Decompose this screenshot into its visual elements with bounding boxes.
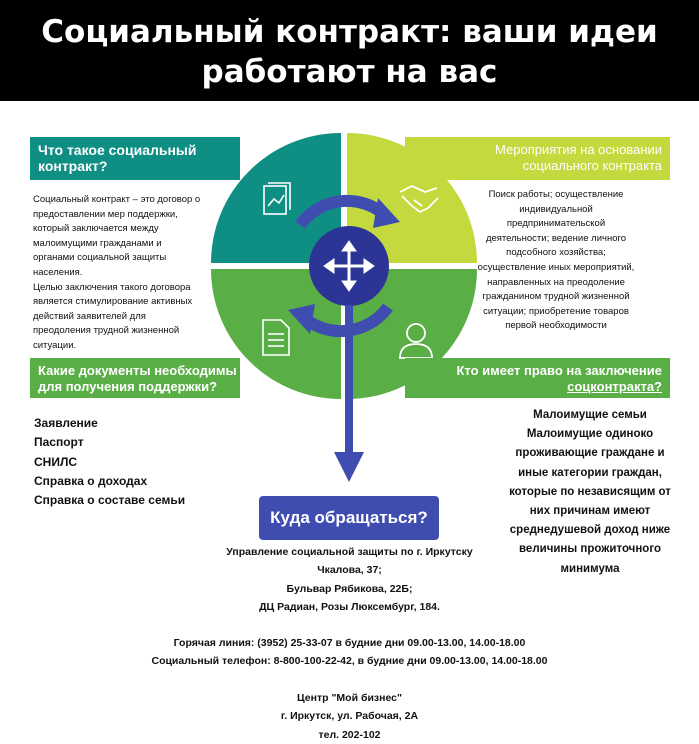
down-arrow xyxy=(334,305,364,482)
list-item: Заявление xyxy=(34,416,98,430)
person-icon xyxy=(399,323,433,359)
documents-list: Заявление Паспорт СНИЛС Справка о дохода… xyxy=(34,414,185,510)
who-eligible-text: Малоимущие семьи Малоимущие одиноко прож… xyxy=(509,409,671,575)
title-line-1: Социальный контракт: ваши идеи xyxy=(41,14,658,50)
quadrant-top-left xyxy=(211,133,341,263)
list-item: СНИЛС xyxy=(34,454,78,469)
handshake-icon xyxy=(399,185,439,214)
move-arrows-icon xyxy=(323,240,375,292)
heading-who-eligible: Кто имеет право на заключение соцконтрак… xyxy=(405,358,670,398)
where-to-apply-button[interactable]: Куда обращаться? xyxy=(259,496,439,540)
phone-lines: Горячая линия: (3952) 25-33-07 в будние … xyxy=(151,637,548,668)
heading-what-is-contract: Что такое социальный контракт? xyxy=(30,137,240,180)
page-title: Социальный контракт: ваши идеи работают … xyxy=(0,0,699,101)
activities-text: Поиск работы; осуществление индивидуальн… xyxy=(477,189,635,332)
list-item: Справка о доходах xyxy=(34,473,148,488)
business-center-info: Центр "Мой бизнес" г. Иркутск, ул. Рабоч… xyxy=(280,692,419,741)
heading-activities: Мероприятия на основании социального кон… xyxy=(405,137,670,180)
quadrant-bottom-right xyxy=(347,269,477,399)
title-line-2: работают на вас xyxy=(201,54,498,90)
heading-documents: Какие документы необходимы для получения… xyxy=(30,358,240,398)
quadrant-top-right xyxy=(347,133,477,263)
what-is-contract-text: Социальный контракт – это договор о пред… xyxy=(33,194,201,351)
document-chart-icon xyxy=(263,182,291,215)
office-addresses: Управление социальной защиты по г. Иркут… xyxy=(226,546,473,613)
document-icon xyxy=(262,319,290,356)
list-item: Паспорт xyxy=(34,435,84,450)
list-item: Справка о составе семьи xyxy=(34,493,186,508)
